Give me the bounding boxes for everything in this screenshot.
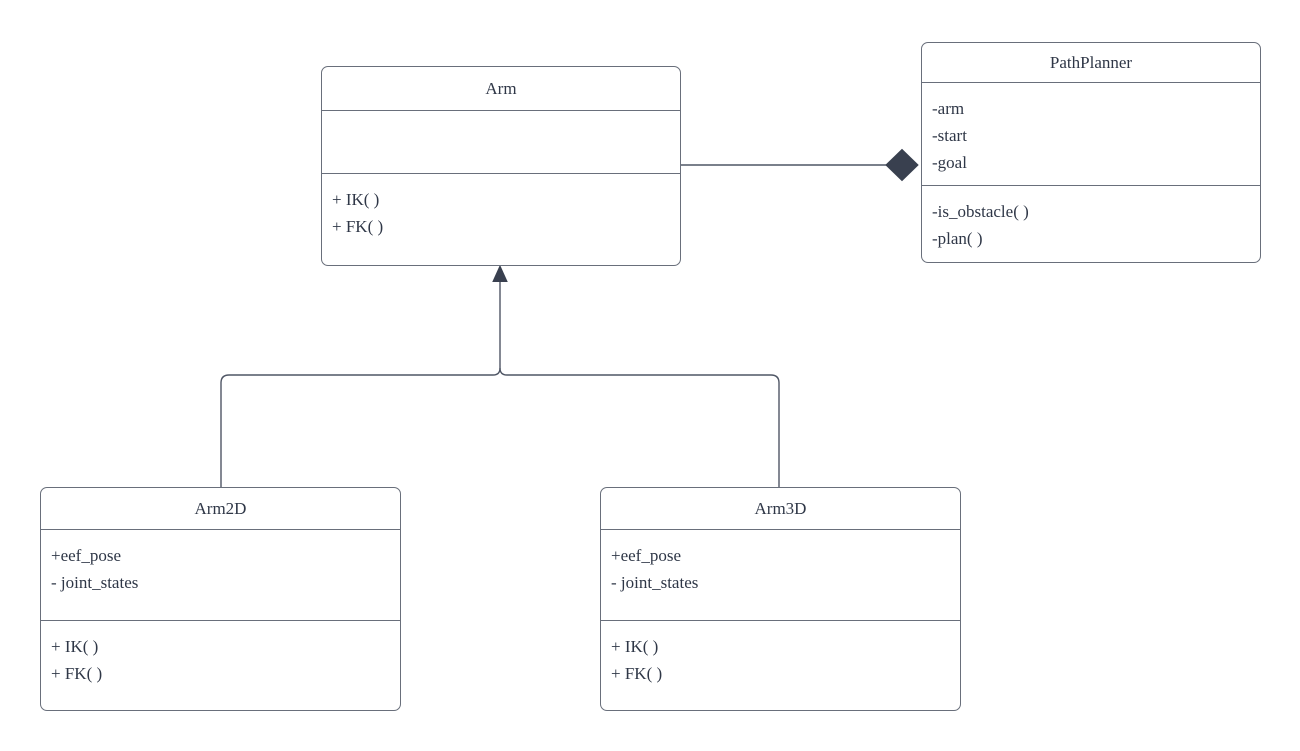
aggregation-diamond-icon xyxy=(885,148,919,182)
inheritance-line-arm2d xyxy=(220,280,501,487)
inheritance-edge[interactable] xyxy=(220,264,780,487)
attribute-line: -start xyxy=(932,126,967,145)
attribute-line: -goal xyxy=(932,153,967,172)
method-line: + IK( ) xyxy=(611,637,659,656)
attribute-line: -arm xyxy=(932,99,965,118)
method-line: -plan( ) xyxy=(932,229,983,248)
attribute-line: +eef_pose xyxy=(51,546,122,565)
class-arm2d-title: Arm2D xyxy=(41,488,400,530)
attribute-line: - joint_states xyxy=(51,573,139,592)
method-line: + FK( ) xyxy=(51,664,103,683)
attribute-line: - joint_states xyxy=(611,573,699,592)
class-arm[interactable]: Arm + IK( ) + FK( ) xyxy=(321,66,681,266)
class-pathplanner-methods: -is_obstacle( ) -plan( ) xyxy=(922,186,1260,262)
method-line: + IK( ) xyxy=(51,637,99,656)
inheritance-line-arm3d xyxy=(499,367,780,487)
class-arm3d-title: Arm3D xyxy=(601,488,960,530)
attribute-line: +eef_pose xyxy=(611,546,682,565)
class-pathplanner[interactable]: PathPlanner -arm -start -goal -is_obstac… xyxy=(921,42,1261,263)
class-arm3d-methods: + IK( ) + FK( ) xyxy=(601,621,960,710)
class-arm-methods: + IK( ) + FK( ) xyxy=(322,174,680,265)
method-line: + FK( ) xyxy=(332,217,384,236)
inheritance-arrow-icon xyxy=(492,264,508,282)
class-arm-title: Arm xyxy=(322,67,680,111)
method-line: -is_obstacle( ) xyxy=(932,202,1029,221)
class-arm-attributes xyxy=(322,111,680,174)
class-pathplanner-attributes: -arm -start -goal xyxy=(922,83,1260,186)
class-pathplanner-title: PathPlanner xyxy=(922,43,1260,83)
method-line: + FK( ) xyxy=(611,664,663,683)
class-arm3d[interactable]: Arm3D +eef_pose - joint_states + IK( ) +… xyxy=(600,487,961,711)
class-arm2d[interactable]: Arm2D +eef_pose - joint_states + IK( ) +… xyxy=(40,487,401,711)
class-arm2d-attributes: +eef_pose - joint_states xyxy=(41,530,400,621)
class-arm2d-methods: + IK( ) + FK( ) xyxy=(41,621,400,710)
aggregation-edge[interactable] xyxy=(681,148,919,182)
method-line: + IK( ) xyxy=(332,190,380,209)
class-arm3d-attributes: +eef_pose - joint_states xyxy=(601,530,960,621)
